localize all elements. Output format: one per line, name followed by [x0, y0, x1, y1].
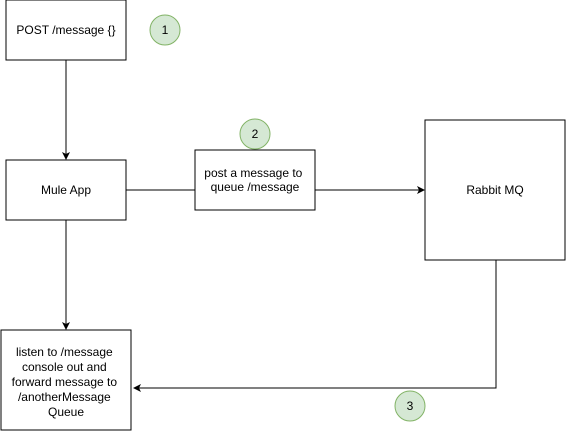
arrow-rabbit-to-listener [133, 260, 497, 392]
node-rabbit-mq-line-1: Rabbit MQ [466, 183, 523, 197]
node-listener: listen to /message console out and forwa… [0, 329, 132, 431]
step-badge-1-circle [149, 14, 181, 46]
step-badge-2: 2 [239, 118, 271, 150]
node-rabbit-mq-box [424, 119, 566, 261]
node-post-message-line-1: post a message to [204, 166, 302, 180]
node-post-request-label: POST /message {} [16, 23, 115, 37]
step-badge-3: 3 [394, 390, 426, 422]
node-post-message: post a message to queue /message [194, 149, 316, 211]
node-mule-app-box [5, 159, 127, 221]
step-badge-1-label: 1 [162, 23, 169, 37]
node-mule-app: Mule App [5, 159, 127, 221]
node-post-request-box [5, 0, 127, 61]
node-listener-line-1: listen to /message [16, 345, 113, 359]
node-post-message-label: post a message to queue /message [204, 166, 305, 194]
node-listener-line-5: Queue [48, 405, 84, 419]
node-rabbit-mq: Rabbit MQ [424, 119, 566, 261]
node-listener-line-2: console out and [22, 360, 107, 374]
node-listener-box [0, 329, 132, 431]
step-badge-2-circle [239, 118, 271, 150]
node-listener-line-4: /anotherMessage [18, 390, 111, 404]
node-mule-app-label: Mule App [41, 183, 91, 197]
step-badge-1: 1 [149, 14, 181, 46]
node-listener-label: listen to /message console out and forwa… [12, 345, 121, 419]
node-post-request-line-1: POST /message {} [16, 23, 115, 37]
node-post-message-box [194, 149, 316, 211]
step-badge-2-label: 2 [252, 127, 259, 141]
step-badge-3-circle [394, 390, 426, 422]
node-post-request: POST /message {} [5, 0, 127, 61]
step-badge-3-label: 3 [407, 399, 414, 413]
node-rabbit-mq-label: Rabbit MQ [466, 183, 523, 197]
node-mule-app-line-1: Mule App [41, 183, 91, 197]
node-post-message-line-2: queue /message [211, 180, 300, 194]
connectors [62, 60, 497, 392]
node-listener-line-3: forward message to [12, 375, 118, 389]
